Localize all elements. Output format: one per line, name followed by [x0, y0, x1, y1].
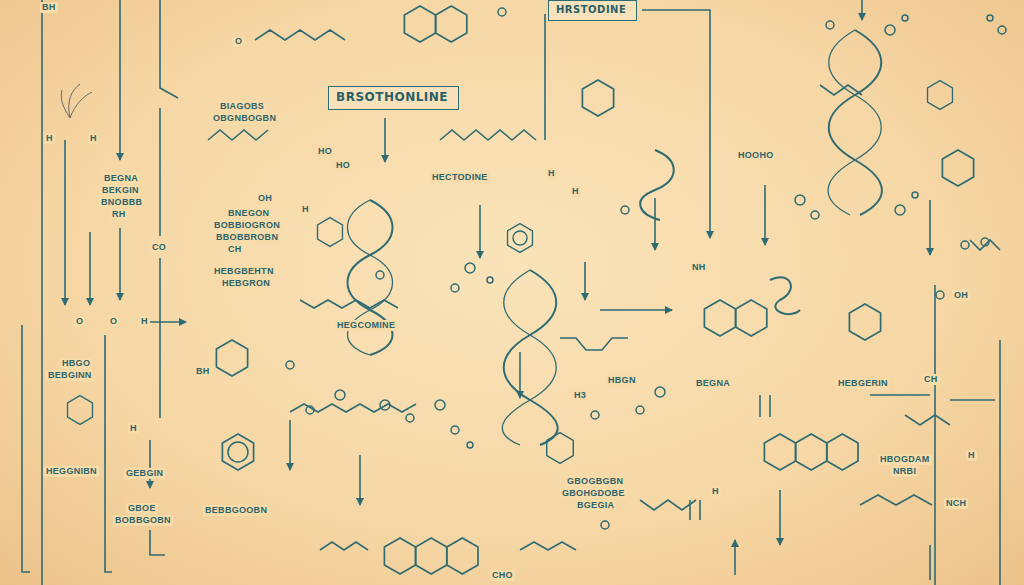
name-box: HRSTODINE [548, 0, 637, 21]
compound-label: HEBGRON [220, 278, 272, 289]
compound-label: BBOBBROBN [214, 232, 280, 243]
compound-label: O [108, 316, 119, 327]
compound-label: NCH [944, 498, 968, 509]
compound-label: BNEGON [226, 208, 271, 219]
compound-label: NH [690, 262, 708, 273]
bond-chains [208, 30, 1000, 550]
compound-label: OBGNBOGBN [211, 113, 278, 124]
name-box: BRSOTHONLINE [328, 86, 459, 110]
box-label: BRSOTHONLINE [336, 90, 451, 104]
compound-label: HBGN [606, 375, 638, 386]
compound-label: HO [334, 160, 352, 171]
compound-label: BEBGINN [46, 370, 94, 381]
compound-label: HEGCOMINE [335, 320, 397, 331]
compound-label: HBOGDAM [878, 454, 932, 465]
compound-label: BNOBBB [99, 197, 144, 208]
compound-label: BEBBGOOBN [203, 505, 269, 516]
compound-label: HOOHO [736, 150, 776, 161]
leaf-sketch [61, 84, 92, 118]
compound-label: BOBBIOGRON [212, 220, 282, 231]
compound-label: HEBGERIN [836, 378, 890, 389]
compound-label: GBOHGDOBE [560, 488, 627, 499]
compound-label: CHO [490, 570, 515, 581]
compound-label: BH [40, 2, 58, 13]
compound-label: BEGNA [694, 378, 732, 389]
compound-label: H [88, 133, 99, 144]
compound-label: H [710, 486, 721, 497]
compound-label: H3 [572, 390, 588, 401]
compound-label: BIAGOBS [218, 101, 266, 112]
compound-label: BEKGIN [100, 185, 141, 196]
compound-label: CO [150, 242, 168, 253]
compound-label: OH [256, 193, 274, 204]
compound-label: GBOGBGBN [565, 476, 625, 487]
flow-lines [22, 0, 1000, 585]
ring-structures [68, 6, 974, 574]
compound-label: H [128, 423, 139, 434]
compound-label: BGEGIA [575, 500, 616, 511]
atom-circles [286, 8, 1006, 529]
compound-label: GEBGIN [124, 468, 165, 479]
box-label: HRSTODINE [556, 4, 629, 15]
compound-label: H [139, 316, 150, 327]
compound-label: H [546, 168, 557, 179]
compound-label: H [570, 186, 581, 197]
compound-label: HEBGBEHTN [212, 266, 276, 277]
compound-label: NRBI [891, 466, 918, 477]
compound-label: BEGNA [102, 173, 140, 184]
compound-label: HECTODINE [430, 172, 490, 183]
compound-label: HEGGNIBN [44, 466, 99, 477]
compound-label: H [44, 133, 55, 144]
compound-label: RH [110, 209, 128, 220]
compound-label: BOBBGOBN [113, 515, 173, 526]
compound-label: HO [316, 146, 334, 157]
compound-label: O [233, 36, 244, 47]
compound-label: H [300, 204, 311, 215]
compound-label: O [74, 316, 85, 327]
compound-label: OH [952, 290, 970, 301]
compound-label: BH [194, 366, 212, 377]
compound-label: HBGO [60, 358, 92, 369]
compound-label: H [966, 450, 977, 461]
compound-label: CH [922, 374, 940, 385]
compound-label: GBOE [126, 503, 158, 514]
compound-label: CH [226, 244, 244, 255]
